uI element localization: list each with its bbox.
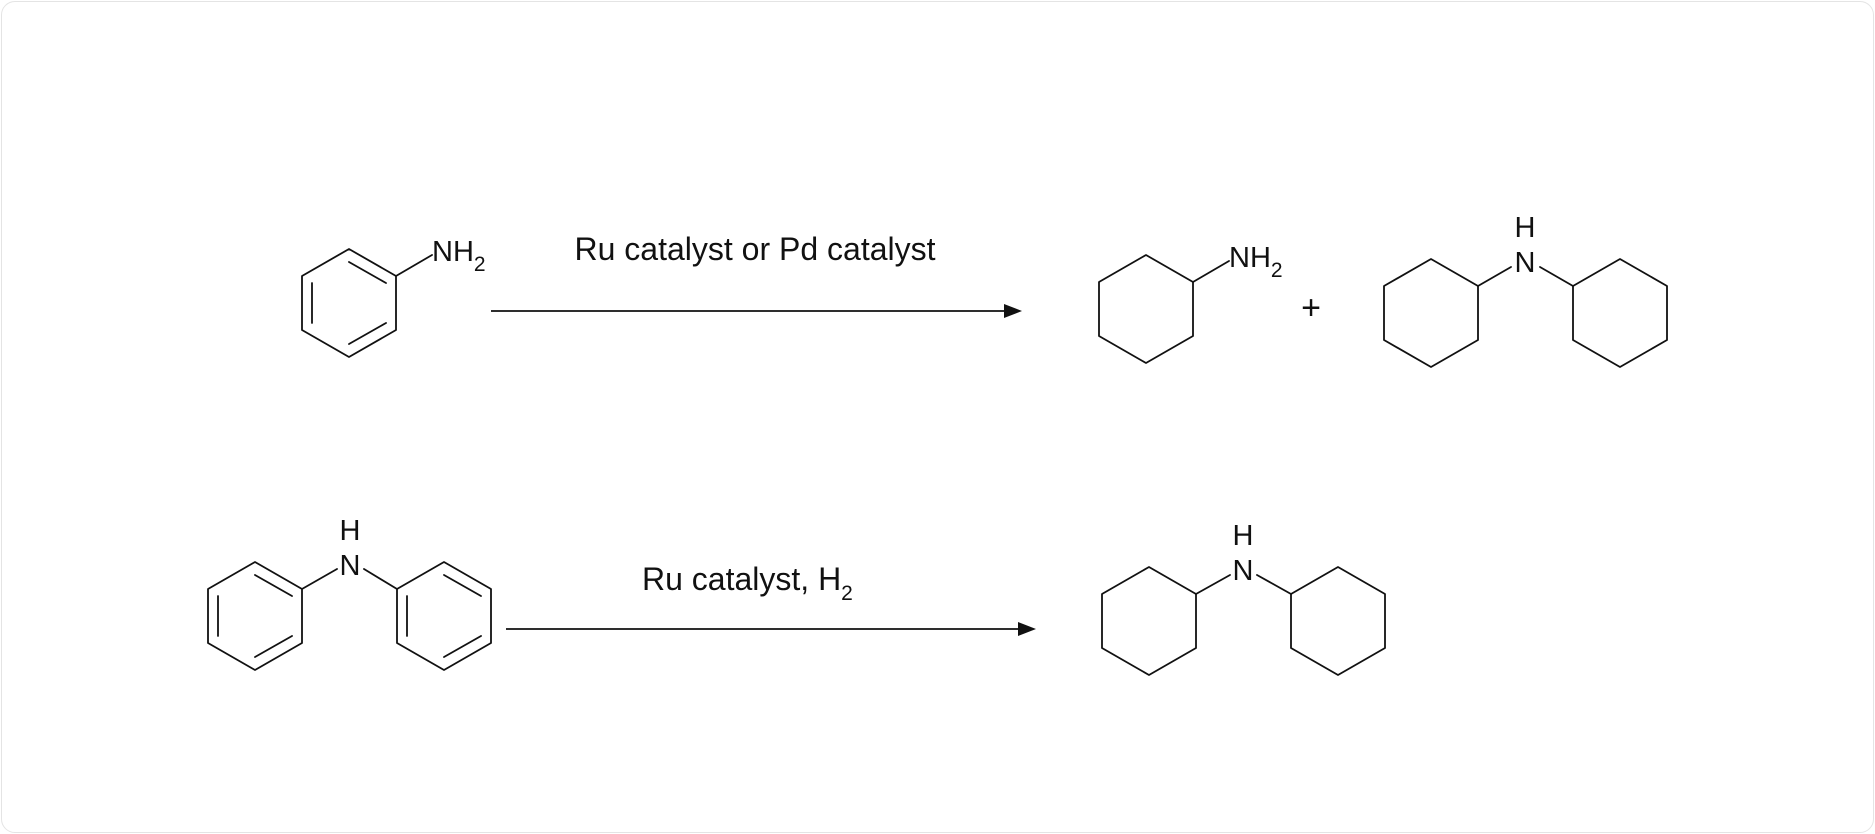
nh-hydrogen-label-reactant: H (340, 515, 361, 547)
c-n-bond (395, 254, 433, 277)
nh-hydrogen-label-1: H (1515, 212, 1536, 244)
benzene-ring (301, 248, 397, 358)
aniline-amine-label: NH2 (432, 236, 486, 276)
dicyclohexylamine-structure-1 (1383, 258, 1668, 368)
cyclohexane-ring (1098, 254, 1194, 364)
cyclohexane-ring-left (1101, 566, 1197, 676)
cyclohexane-ring-right (1290, 566, 1386, 676)
cyclohexane-ring-left (1383, 258, 1479, 368)
dicyclohexylamine-structure-2 (1101, 566, 1386, 676)
diphenylamine-structure (207, 561, 492, 671)
nh-hydrogen-label-2: H (1233, 520, 1254, 552)
aniline-structure (301, 248, 433, 358)
cyclohexylamine-amine-label: NH2 (1229, 242, 1283, 282)
arrow-head-1 (1004, 304, 1022, 318)
plus-sign: + (1301, 289, 1321, 327)
benzene-ring-right (396, 561, 492, 671)
nh-nitrogen-label-1: N (1515, 247, 1536, 279)
benzene-ring-left (207, 561, 303, 671)
conditions-label-2: Ru catalyst, H2 (642, 561, 853, 605)
arrow-head-2 (1018, 622, 1036, 636)
cyclohexylamine-structure (1098, 254, 1230, 364)
nh-nitrogen-label-reactant: N (340, 550, 361, 582)
conditions-label-1: Ru catalyst or Pd catalyst (574, 231, 935, 267)
nh-nitrogen-label-2: N (1233, 555, 1254, 587)
cyclohexane-ring-right (1572, 258, 1668, 368)
